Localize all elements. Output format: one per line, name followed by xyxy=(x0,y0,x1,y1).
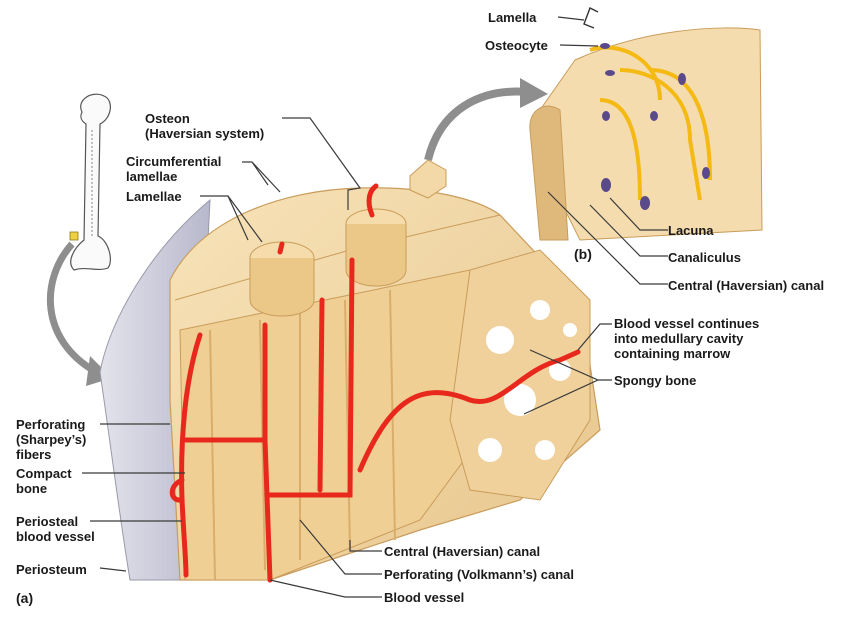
osteon-detail-b xyxy=(529,7,763,241)
label-central-canal-a: Central (Haversian) canal xyxy=(384,544,541,559)
femur-thumbnail xyxy=(69,93,111,271)
blood-vessels xyxy=(169,183,581,583)
zoom-arrow-b xyxy=(424,87,529,161)
leader-lines xyxy=(82,16,668,598)
label-perforating-canal: Perforating (Volkmann’s) canal xyxy=(384,567,574,582)
label-periosteum: Periosteum xyxy=(16,562,87,577)
label-compact-bone: Compact bone xyxy=(16,466,72,496)
label-circumferential-lamellae: Circumferential lamellae xyxy=(126,154,222,184)
label-lamellae: Lamellae xyxy=(126,189,182,204)
lamella-bracket xyxy=(583,7,599,29)
label-osteocyte: Osteocyte xyxy=(485,38,548,53)
arrow-head-b xyxy=(520,78,548,108)
panel-label-a: (a) xyxy=(16,590,34,606)
label-osteon: Osteon (Haversian system) xyxy=(145,111,265,141)
label-central-canal-b: Central (Haversian) canal xyxy=(668,278,825,293)
panel-label-b: (b) xyxy=(574,246,592,262)
zoom-arrow-a xyxy=(46,241,98,376)
label-periosteal-blood-vessel: Periosteal blood vessel xyxy=(16,514,95,544)
label-perforating-fibers: Perforating (Sharpey’s) fibers xyxy=(16,417,87,462)
label-spongy-bone: Spongy bone xyxy=(614,373,697,388)
sample-region-marker xyxy=(69,231,79,241)
label-blood-vessel-continues: Blood vessel continues into medullary ca… xyxy=(614,316,760,361)
label-canaliculus: Canaliculus xyxy=(668,250,741,265)
central-canal-b xyxy=(529,105,569,241)
label-lacuna: Lacuna xyxy=(668,223,714,238)
label-blood-vessel: Blood vessel xyxy=(384,590,465,605)
spongy-bone xyxy=(449,249,591,501)
label-lamella: Lamella xyxy=(488,10,537,25)
